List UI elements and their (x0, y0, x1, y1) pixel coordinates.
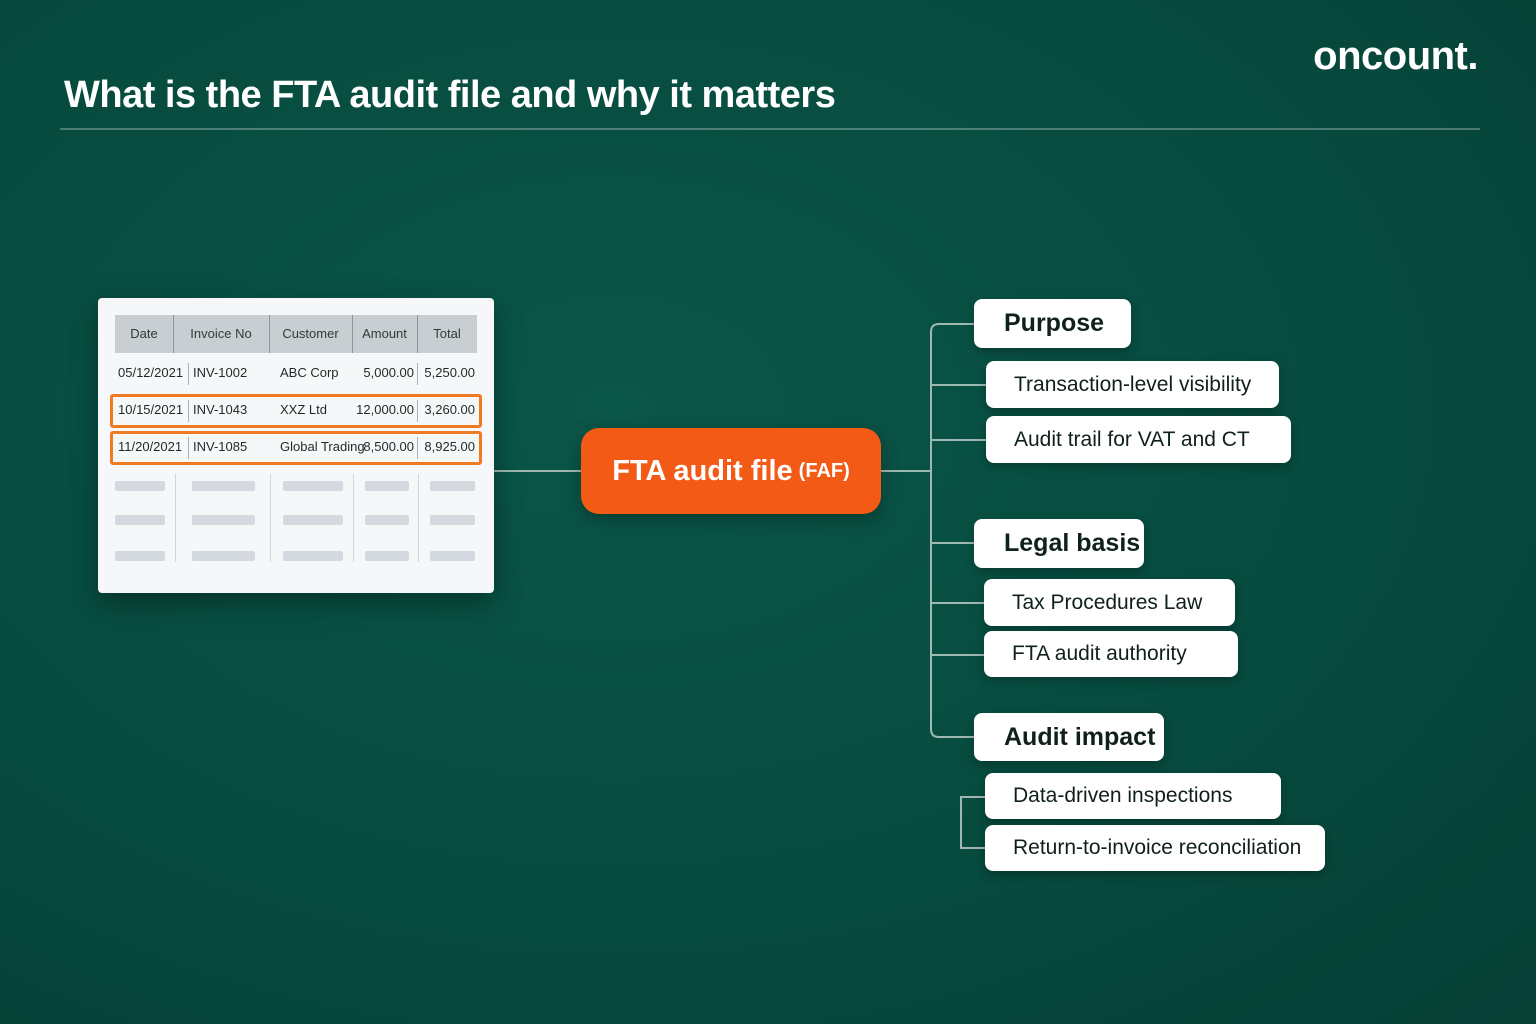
placeholder-bar (192, 551, 255, 561)
placeholder-bar (365, 515, 409, 525)
table-cell: 5,000.00 (363, 365, 414, 380)
placeholder-bar (115, 551, 165, 561)
spreadsheet-card: Date Invoice No Customer Amount Total 05… (98, 298, 494, 593)
placeholder-bar (365, 481, 409, 491)
column-divider (188, 437, 189, 459)
table-header-row: Date Invoice No Customer Amount Total (115, 315, 477, 353)
column-divider (418, 474, 419, 562)
placeholder-bar (192, 481, 255, 491)
placeholder-bar (430, 515, 475, 525)
category-audit-impact: Audit impact (974, 713, 1164, 761)
table-cell: 8,500.00 (363, 439, 414, 454)
category-purpose: Purpose (974, 299, 1131, 348)
center-node-label: FTA audit file (612, 454, 793, 487)
column-divider (417, 400, 418, 422)
placeholder-bar (115, 481, 165, 491)
column-header: Invoice No (190, 326, 252, 341)
row-highlight (110, 431, 482, 465)
table-row: 05/12/2021 INV-1002 ABC Corp 5,000.00 5,… (115, 353, 477, 390)
column-header: Total (433, 326, 461, 341)
table-cell: INV-1043 (193, 402, 248, 417)
column-divider (353, 474, 354, 562)
column-divider (188, 363, 189, 385)
placeholder-bar (283, 551, 343, 561)
item-data-driven-inspections: Data-driven inspections (985, 773, 1281, 819)
table-cell: 12,000.00 (356, 402, 414, 417)
table-cell: XXZ Ltd (280, 402, 327, 417)
table-cell: INV-1002 (193, 365, 248, 380)
column-header: Amount (362, 326, 407, 341)
title-divider (60, 128, 1480, 130)
placeholder-bar (115, 515, 165, 525)
spreadsheet-grid: Date Invoice No Customer Amount Total 05… (115, 315, 477, 464)
brand-logo: oncount. (1313, 34, 1478, 78)
page-title: What is the FTA audit file and why it ma… (64, 74, 836, 116)
column-divider (417, 437, 418, 459)
fta-audit-file-node: FTA audit file (FAF) (581, 428, 881, 514)
connector-trunk (930, 323, 974, 738)
table-cell: 8,925.00 (424, 439, 475, 454)
placeholder-bar (192, 515, 255, 525)
placeholder-row (115, 515, 477, 525)
column-divider (269, 315, 270, 353)
column-divider (175, 474, 176, 562)
placeholder-bar (283, 481, 343, 491)
placeholder-row (115, 481, 477, 491)
column-divider (173, 315, 174, 353)
column-header: Customer (282, 326, 339, 341)
table-cell: ABC Corp (280, 365, 339, 380)
table-cell: 3,260.00 (424, 402, 475, 417)
table-cell: 5,250.00 (424, 365, 475, 380)
placeholder-bar (365, 551, 409, 561)
center-node-abbreviation: (FAF) (798, 459, 850, 482)
column-divider (352, 315, 353, 353)
table-cell: 10/15/2021 (118, 402, 184, 417)
placeholder-bar (283, 515, 343, 525)
table-row: 10/15/2021 INV-1043 XXZ Ltd 12,000.00 3,… (115, 390, 477, 427)
table-cell: Global Trading (280, 439, 365, 454)
table-cell: 11/20/2021 (118, 439, 183, 454)
table-row: 11/20/2021 INV-1085 Global Trading 8,500… (115, 427, 477, 464)
item-transaction-visibility: Transaction-level visibility (986, 361, 1279, 408)
placeholder-row (115, 551, 477, 561)
column-header: Date (130, 326, 158, 341)
placeholder-bar (430, 551, 475, 561)
placeholder-bar (430, 481, 475, 491)
item-audit-trail: Audit trail for VAT and CT (986, 416, 1291, 463)
item-tax-procedures-law: Tax Procedures Law (984, 579, 1235, 626)
column-divider (417, 315, 418, 353)
item-fta-audit-authority: FTA audit authority (984, 631, 1238, 677)
table-cell: 05/12/2021 (118, 365, 184, 380)
category-legal-basis: Legal basis (974, 519, 1144, 568)
table-cell: INV-1085 (193, 439, 248, 454)
column-divider (188, 400, 189, 422)
connector-subtree (960, 796, 985, 849)
item-return-reconciliation: Return-to-invoice reconciliation (985, 825, 1325, 871)
column-divider (270, 474, 271, 562)
row-highlight (110, 394, 482, 428)
column-divider (417, 363, 418, 385)
